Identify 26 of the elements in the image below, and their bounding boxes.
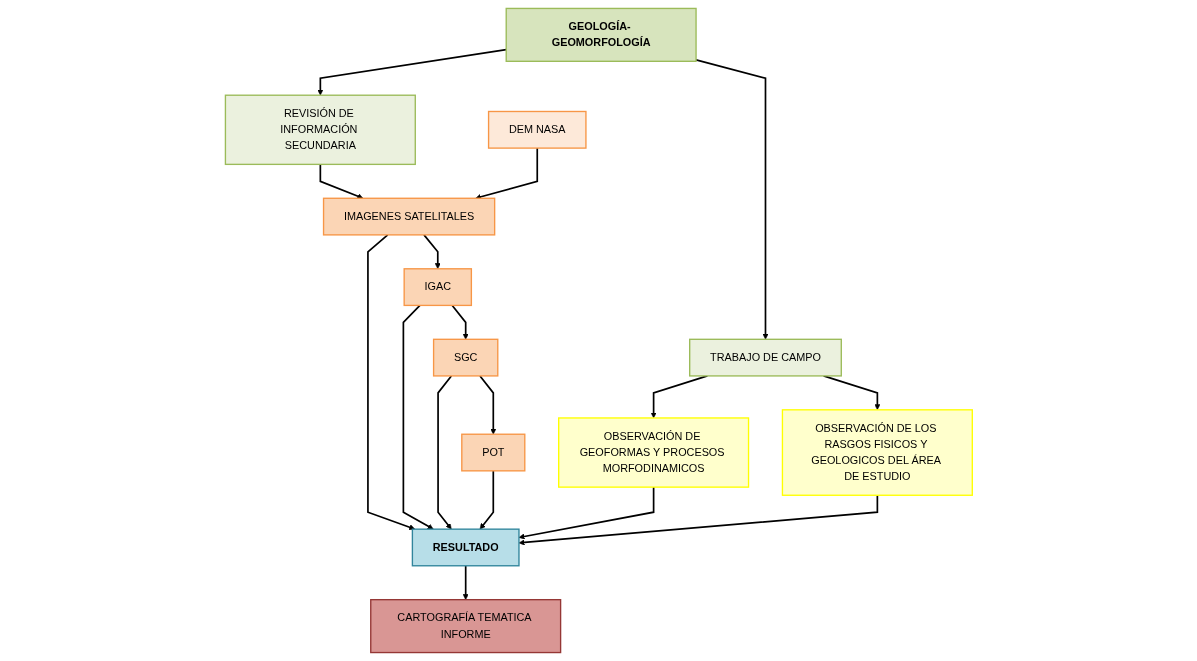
arrow: [518, 486, 655, 540]
node-box: REVISIÓN DE INFORMACIÓN SECUNDARIA: [224, 94, 416, 166]
node-box: GEOLOGÍA- GEOMORFOLOGÍA: [505, 7, 697, 62]
arrow: [475, 147, 538, 200]
arrow: [366, 234, 415, 531]
node-box: SGC: [432, 338, 499, 377]
arrow: [319, 163, 363, 200]
node-box: DEM NASA: [487, 110, 587, 149]
arrow: [479, 470, 494, 530]
arrow: [478, 375, 496, 435]
node-box: OBSERVACIÓN DE LOS RASGOS FISICOS Y GEOLOGICOS DEL ÁREA DE ESTUDIO: [781, 409, 973, 496]
node-box: RESULTADO: [411, 528, 520, 567]
arrow: [451, 304, 469, 340]
node-box: POT: [460, 433, 526, 472]
node-box: TRABAJO DE CAMPO: [688, 338, 842, 377]
arrow: [436, 375, 452, 530]
node-box: IGAC: [403, 268, 472, 307]
arrow: [518, 494, 878, 546]
arrow: [462, 564, 469, 600]
node-box: CARTOGRAFÍA TEMATICA INFORME: [369, 599, 561, 654]
node-box: IMAGENES SATELITALES: [322, 197, 495, 236]
arrow: [650, 375, 708, 419]
arrow: [694, 59, 769, 340]
arrow: [422, 234, 441, 270]
node-box: OBSERVACIÓN DE GEOFORMAS Y PROCESOS MORFODINAMICOS: [557, 417, 749, 488]
arrow: [402, 304, 434, 530]
